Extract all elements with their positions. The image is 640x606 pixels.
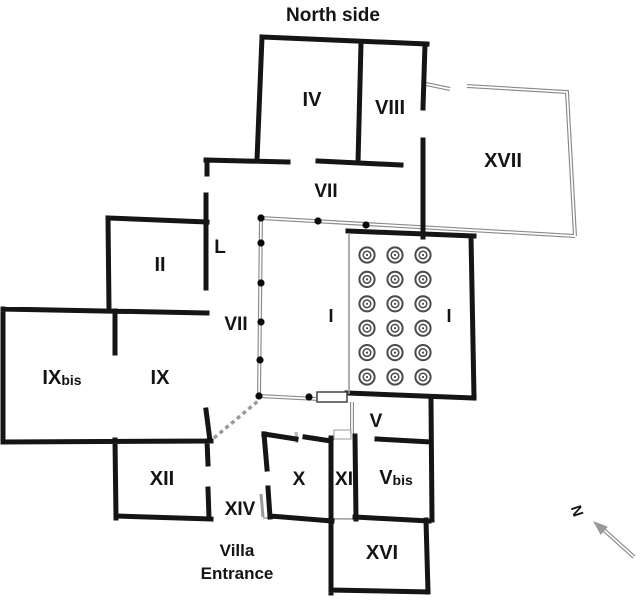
room-label-i-right: I [446,306,451,326]
column-base-ring [393,327,397,330]
column-base-icon [358,344,376,362]
walls-room-i [344,228,477,401]
column-base-ring [365,351,369,354]
room-label-x: X [293,469,306,490]
walls-southwest-block [0,306,214,522]
walls-west-block [105,192,210,312]
column-base-ring [365,253,369,257]
room-label-ixbis-main: IX [42,367,62,389]
column-base-ring [421,253,425,257]
column-base-icon [386,319,404,337]
column-base-ring [365,302,369,305]
room-label-v: V [370,411,383,432]
column-base-ring [365,375,369,379]
column-base-ring [393,351,397,354]
doorway-threshold [316,391,348,403]
threshold-rect-xi [333,429,352,440]
column-base-ring [421,327,425,330]
room-label-ixbis-sub: bis [61,372,81,388]
room-label-xvi: XVI [366,542,398,564]
column-base-ring [421,351,425,354]
room-label-ix: IX [151,367,171,389]
column-base-icon [358,319,376,337]
compass-north-label: N [567,503,587,519]
room-label-iv: IV [303,89,323,111]
column-base-icon [358,246,376,264]
colonnade-dot [257,279,265,287]
column-base-ring [421,278,425,281]
column-base-icon [358,295,376,313]
colonnade-dot [257,214,265,222]
column-base-icon [414,368,432,386]
room-label-ixbis: IXbis [42,367,81,389]
colonnade-dot [257,318,265,326]
column-base-icon [386,295,404,313]
column-base-icon [358,270,376,288]
column-base-icon [386,368,404,386]
walls-south-block [261,397,435,596]
room-label-xvii: XVII [484,150,522,172]
room-label-vii-west: VII [224,314,247,335]
dashed-wall [212,399,260,440]
column-base-ring [393,375,397,379]
colonnade-dot [314,217,322,225]
column-base-icon [414,344,432,362]
colonnade-dot [305,393,313,401]
room-label-xii: XII [150,468,174,490]
room-label-ii: II [154,254,165,276]
column-base-icon [386,270,404,288]
wall-label-l: L [214,237,226,258]
north-side-title: North side [286,5,380,26]
column-base-ring [393,253,397,257]
colonnade-dots [255,214,370,401]
column-base-ring [421,375,425,379]
room-label-xi: XI [335,469,353,490]
gray-double-lines-inner [258,83,635,558]
column-base-ring [365,327,369,330]
door-jamb-entrance [259,493,265,518]
column-base-icon [414,319,432,337]
room-label-vbis: Vbis [379,467,413,489]
walls-north-block [203,34,430,177]
room-label-vbis-main: V [379,467,393,489]
column-base-ring [421,302,425,305]
colonnade-dot [257,239,265,247]
room-label-xiv: XIV [225,499,256,520]
column-base-ring [393,278,397,281]
column-base-ring [393,302,397,305]
colonnade-dot [256,356,264,364]
column-base-icon [414,270,432,288]
north-arrow-icon [593,521,608,535]
room-label-vbis-sub: bis [393,472,413,488]
column-base-icon [358,368,376,386]
column-bases-grid [358,246,432,386]
column-base-icon [414,295,432,313]
room-label-vii-upper: VII [314,181,337,202]
room-label-i-left: I [328,306,333,326]
colonnade-dot [362,221,370,229]
room-label-viii: VIII [375,97,405,119]
column-base-icon [414,246,432,264]
villa-entrance-line2: Entrance [201,564,274,583]
column-base-icon [386,344,404,362]
column-base-icon [386,246,404,264]
villa-entrance-line1: Villa [220,541,255,560]
column-base-ring [365,278,369,281]
colonnade-dot [255,392,263,400]
